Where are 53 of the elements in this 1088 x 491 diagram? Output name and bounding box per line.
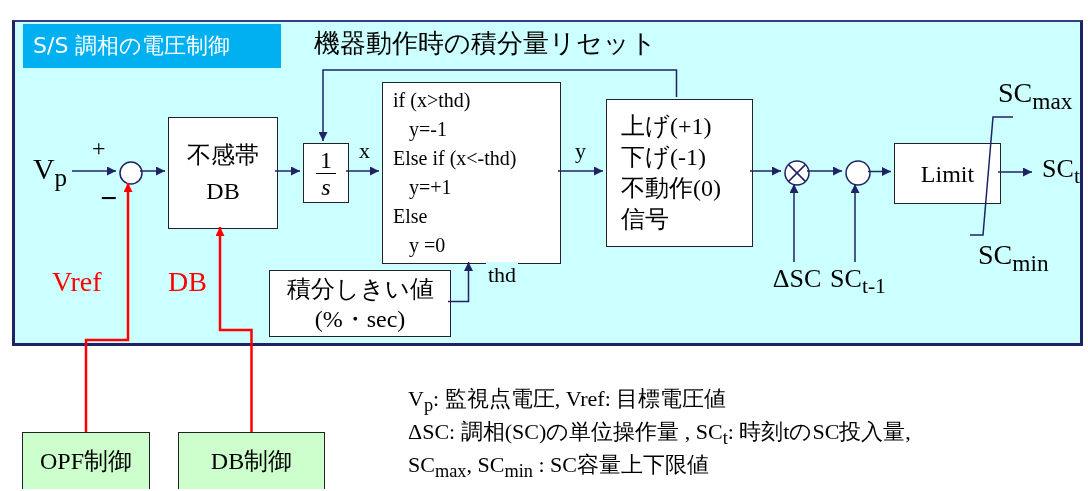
signal-block (606, 99, 753, 247)
connector-arrow (84, 183, 133, 432)
logic-block (382, 82, 561, 264)
code-line: if (x>thd) (393, 88, 471, 114)
legend-note: SC$_{max}$, SC$_{min}$ : SC容量上下限値 (408, 452, 709, 484)
connector-arrow (867, 167, 892, 176)
code-line: y=+1 (408, 175, 452, 201)
block (269, 270, 451, 337)
connector-arrow (749, 166, 782, 176)
block-label: OPF制御 (40, 447, 132, 476)
connector-arrow (345, 166, 380, 176)
signal-label: SC$_{t-1}$ (829, 264, 887, 300)
connector-arrow (447, 261, 473, 303)
signal-line: 信号 (621, 205, 669, 234)
connector-arrow (318, 69, 678, 142)
control-panel (12, 20, 1083, 346)
connector-arrow (71, 166, 117, 176)
limit-label: SC$_{min}$ (978, 238, 1049, 278)
legend-note: V$_{p}$: 監視点電圧, Vref: 目標電圧値 (408, 386, 727, 418)
connector-arrow (557, 166, 604, 176)
connector-arrow (997, 167, 1033, 177)
connector-arrow (789, 183, 799, 263)
signal-line: 不動作(0) (621, 174, 721, 203)
block (168, 117, 278, 229)
block-label: Limit (920, 159, 975, 189)
code-line: Else (393, 204, 428, 229)
signal-line: 上げ(+1) (621, 112, 712, 141)
code-line: Else if (x<-thd) (393, 146, 517, 172)
code-line: y =0 (408, 233, 446, 259)
controller-box (178, 432, 325, 489)
sign-mark: − (100, 180, 118, 216)
connector-arrow (215, 227, 253, 432)
integrator-block (303, 143, 349, 203)
connector-arrow (850, 183, 860, 263)
block (894, 143, 1001, 204)
block-label: 不感帯 DB (186, 141, 260, 206)
legend-note: ΔSC: 調相(SC)の単位操作量 , SC$_{t}$: 時刻tのSC投入量, (408, 419, 911, 451)
signal-label: ΔSC (771, 264, 823, 294)
fraction-term: 1 (316, 146, 336, 174)
block-label: 積分しきい値 (%・sec) (285, 274, 435, 334)
code-line: y=-1 (408, 117, 447, 143)
signal-label: V$_{p}$ (31, 152, 69, 192)
signal-line: 下げ(-1) (621, 143, 706, 172)
connector-arrow (806, 166, 843, 176)
block-label: DB制御 (210, 447, 293, 476)
panel-heading: S/S 調相の電圧制御 (23, 24, 281, 68)
sign-mark: + (92, 134, 106, 163)
connector-arrow (139, 166, 166, 176)
connector-arrow (274, 166, 301, 176)
controller-box (22, 432, 150, 489)
signal-label: SC$_{t}$ (1041, 154, 1081, 190)
limit-label: SC$_{max}$ (998, 76, 1073, 116)
fraction-term: s (320, 173, 332, 200)
